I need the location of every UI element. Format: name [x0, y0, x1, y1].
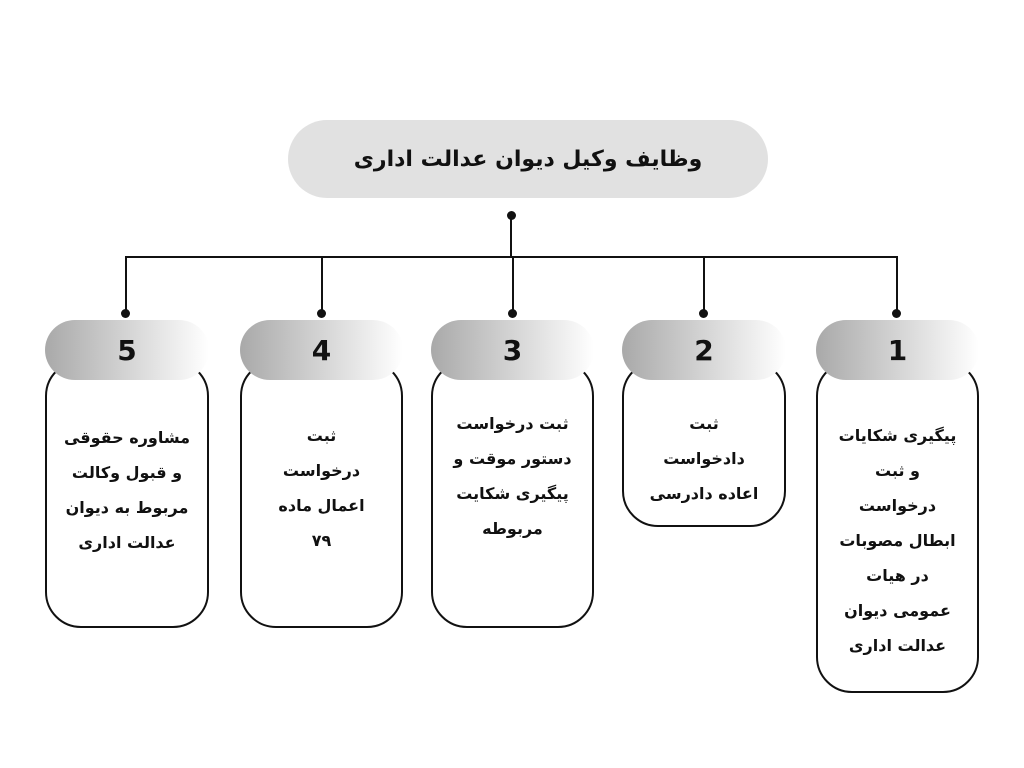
item-number-3: 3 — [431, 320, 594, 380]
item-text-3: ثبت درخواست دستور موقت و پیگیری شکایت مر… — [453, 414, 572, 538]
connector-dot-1 — [892, 309, 901, 318]
item-number-2: 2 — [622, 320, 786, 380]
item-text-1: پیگیری شکایات و ثبت درخواست ابطال مصوبات… — [838, 426, 957, 655]
connector-dot-3 — [508, 309, 517, 318]
item-card-3: ثبت درخواست دستور موقت و پیگیری شکایت مر… — [431, 360, 594, 628]
item-text-5: مشاوره حقوقی و قبول وکالت مربوط به دیوان… — [63, 428, 191, 552]
connector-dot-4 — [317, 309, 326, 318]
connector-dot-2 — [699, 309, 708, 318]
horizontal-connector-line — [125, 256, 898, 258]
connector-line-3 — [512, 256, 514, 312]
item-text-2: ثبت دادخواست اعاده دادرسی — [649, 414, 759, 503]
item-card-1: پیگیری شکایات و ثبت درخواست ابطال مصوبات… — [816, 360, 979, 693]
diagram-title: وظایف وکیل دیوان عدالت اداری — [288, 120, 768, 198]
connector-line-2 — [703, 256, 705, 312]
item-card-2: ثبت دادخواست اعاده دادرسی — [622, 360, 786, 527]
title-connector-line — [510, 215, 512, 258]
connector-dot-5 — [121, 309, 130, 318]
item-card-4: ثبت درخواست اعمال ماده ۷۹ — [240, 360, 403, 628]
connector-line-5 — [125, 256, 127, 312]
item-number-5: 5 — [45, 320, 209, 380]
connector-line-1 — [896, 256, 898, 312]
connector-line-4 — [321, 256, 323, 312]
item-text-4: ثبت درخواست اعمال ماده ۷۹ — [278, 426, 365, 550]
item-number-1: 1 — [816, 320, 979, 380]
item-number-4: 4 — [240, 320, 403, 380]
item-card-5: مشاوره حقوقی و قبول وکالت مربوط به دیوان… — [45, 360, 209, 628]
